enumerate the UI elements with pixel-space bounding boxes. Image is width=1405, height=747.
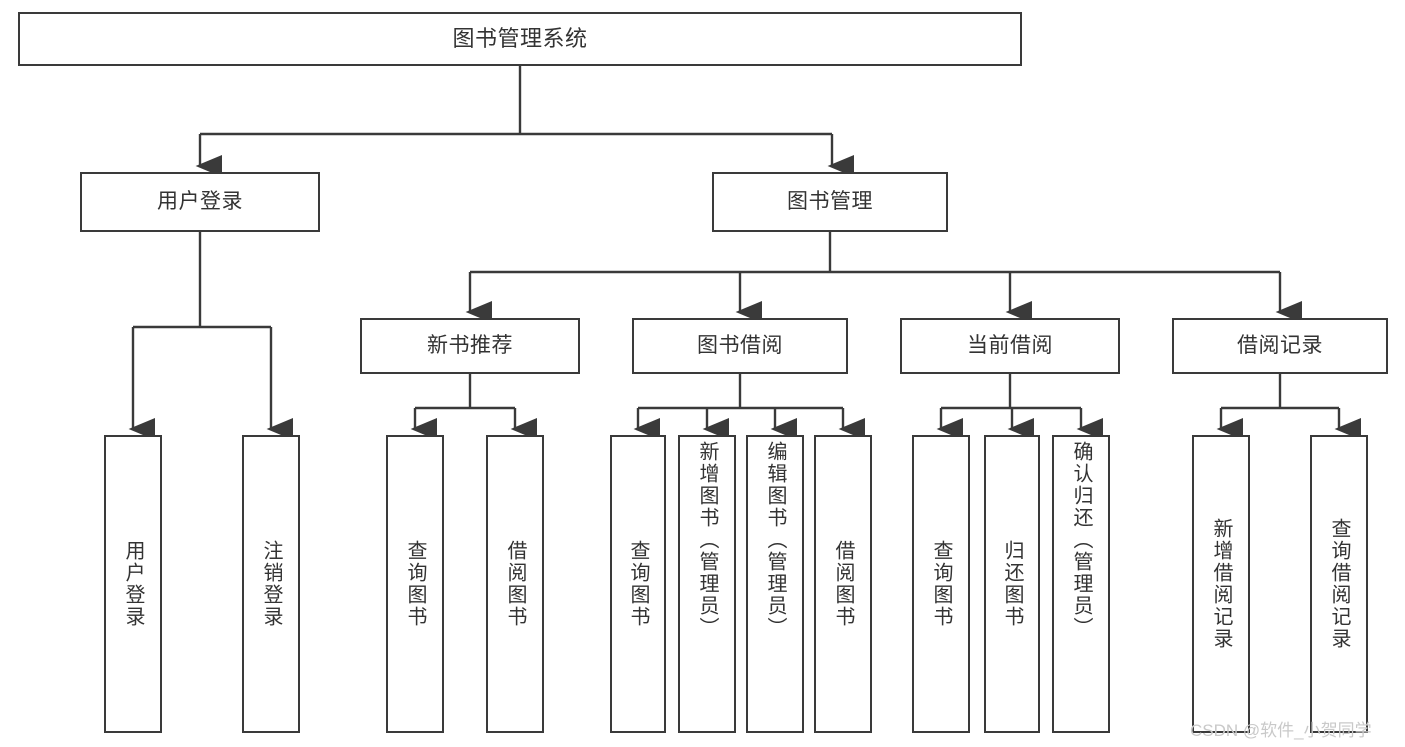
csdn-watermark: CSDN @软件_小贺同学 <box>1190 721 1372 740</box>
node-leaf-user-login[interactable]: 用户登录 <box>104 435 162 733</box>
node-leaf-borrow-book-rec-label: 借阅图书 <box>504 540 526 628</box>
node-leaf-borrow-book[interactable]: 借阅图书 <box>814 435 872 733</box>
node-leaf-query-record-label: 查询借阅记录 <box>1328 518 1350 650</box>
node-leaf-edit-book[interactable]: 编辑图书（管理员） <box>746 435 804 733</box>
node-leaf-confirm-return[interactable]: 确认归还（管理员） <box>1052 435 1110 733</box>
node-borrow-record-label: 借阅记录 <box>1237 333 1323 357</box>
node-new-book-rec[interactable]: 新书推荐 <box>360 318 580 374</box>
node-root[interactable]: 图书管理系统 <box>18 12 1022 66</box>
node-leaf-logout-login-label: 注销登录 <box>260 540 282 628</box>
node-leaf-add-book-label: 新增图书（管理员） <box>696 441 718 639</box>
node-book-borrow[interactable]: 图书借阅 <box>632 318 848 374</box>
node-book-borrow-label: 图书借阅 <box>697 333 783 357</box>
node-root-label: 图书管理系统 <box>452 26 588 52</box>
node-leaf-query-book-current-label: 查询图书 <box>930 540 952 628</box>
node-leaf-logout-login[interactable]: 注销登录 <box>242 435 300 733</box>
node-leaf-confirm-return-label: 确认归还（管理员） <box>1070 441 1092 639</box>
node-leaf-query-book-current[interactable]: 查询图书 <box>912 435 970 733</box>
node-leaf-add-record-label: 新增借阅记录 <box>1210 518 1232 650</box>
node-leaf-add-book[interactable]: 新增图书（管理员） <box>678 435 736 733</box>
node-book-manage[interactable]: 图书管理 <box>712 172 948 232</box>
node-leaf-add-record[interactable]: 新增借阅记录 <box>1192 435 1250 733</box>
node-leaf-query-book-borrow[interactable]: 查询图书 <box>610 435 666 733</box>
node-leaf-query-book-borrow-label: 查询图书 <box>627 540 649 628</box>
node-leaf-query-record[interactable]: 查询借阅记录 <box>1310 435 1368 733</box>
node-leaf-return-book[interactable]: 归还图书 <box>984 435 1040 733</box>
node-new-book-rec-label: 新书推荐 <box>427 333 513 357</box>
node-user-login[interactable]: 用户登录 <box>80 172 320 232</box>
node-current-borrow[interactable]: 当前借阅 <box>900 318 1120 374</box>
node-user-login-label: 用户登录 <box>157 189 243 213</box>
node-leaf-user-login-label: 用户登录 <box>122 540 144 628</box>
node-borrow-record[interactable]: 借阅记录 <box>1172 318 1388 374</box>
node-leaf-borrow-book-rec[interactable]: 借阅图书 <box>486 435 544 733</box>
node-leaf-query-book-rec-label: 查询图书 <box>404 540 426 628</box>
node-leaf-edit-book-label: 编辑图书（管理员） <box>764 441 786 639</box>
node-leaf-borrow-book-label: 借阅图书 <box>832 540 854 628</box>
node-current-borrow-label: 当前借阅 <box>967 333 1053 357</box>
node-book-manage-label: 图书管理 <box>787 189 873 213</box>
node-leaf-return-book-label: 归还图书 <box>1001 540 1023 628</box>
node-leaf-query-book-rec[interactable]: 查询图书 <box>386 435 444 733</box>
